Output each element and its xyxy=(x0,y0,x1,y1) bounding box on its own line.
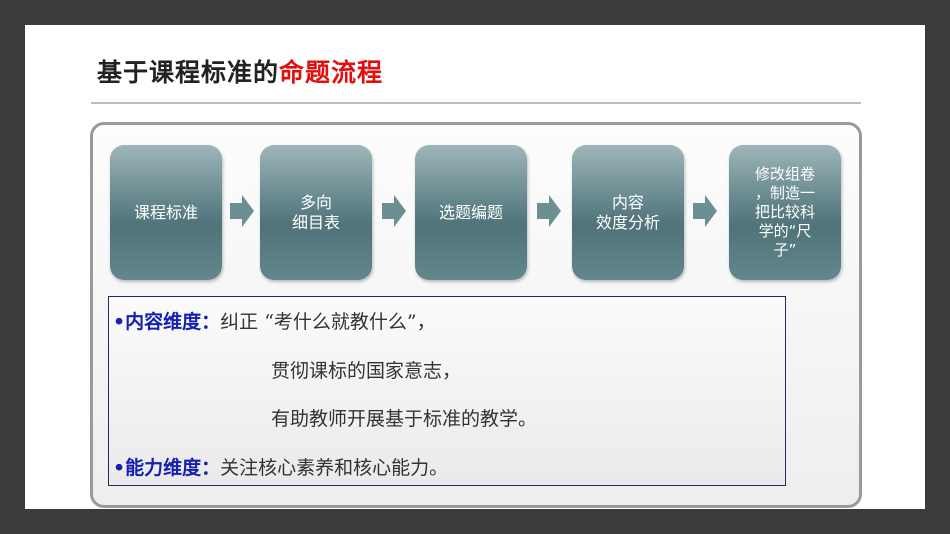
dimension-textbox: •内容维度：纠正 “考什么就教什么”， 贯彻课标的国家意志， 有助教师开展基于标… xyxy=(108,296,786,486)
content-dimension-line: 贯彻课标的国家意志， xyxy=(271,360,462,382)
step-item-writing: 选题编题 xyxy=(415,145,527,280)
slide-title: 基于课程标准的命题流程 xyxy=(97,53,383,89)
step-revise-assemble: 修改组卷 ，制造一 把比较科 学的“尺 子” xyxy=(729,145,841,280)
ability-dimension-label: •能力维度： xyxy=(113,457,221,479)
content-dimension-line: 纠正 “考什么就教什么”， xyxy=(220,311,436,333)
content-dimension-line: 有助教师开展基于标准的教学。 xyxy=(271,408,538,430)
content-dimension-label: •内容维度： xyxy=(113,311,221,333)
title-divider xyxy=(91,102,861,104)
slide: 基于课程标准的命题流程 课程标准 多向 细目表 选题编题 内容 效度分析 修改组… xyxy=(25,25,925,509)
title-black: 基于课程标准的 xyxy=(97,58,280,87)
step-curriculum-standard: 课程标准 xyxy=(110,145,222,280)
step-content-validity: 内容 效度分析 xyxy=(572,145,684,280)
ability-dimension-text: 关注核心素养和核心能力。 xyxy=(220,457,449,479)
step-specification-table: 多向 细目表 xyxy=(260,145,372,280)
title-red: 命题流程 xyxy=(279,58,384,87)
